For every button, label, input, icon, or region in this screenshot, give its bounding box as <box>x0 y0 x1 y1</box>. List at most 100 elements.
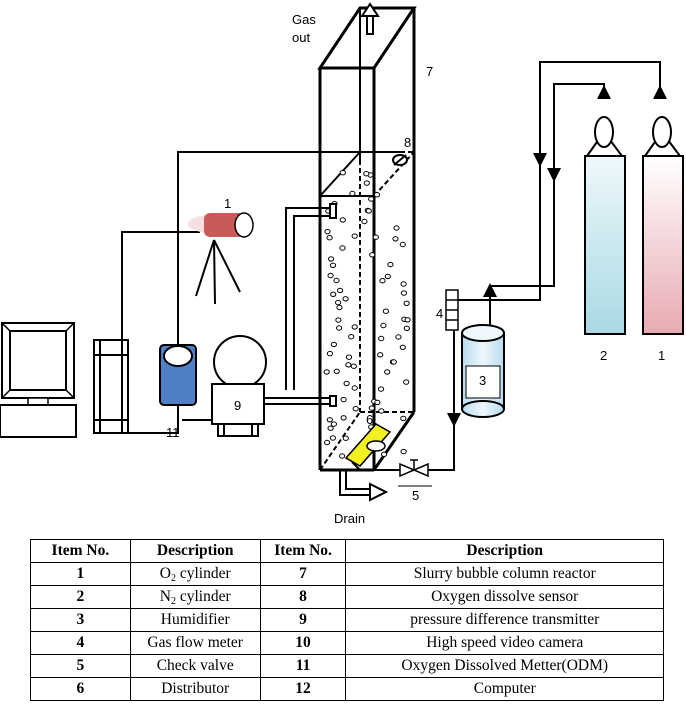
bubble <box>340 415 347 421</box>
bubble <box>329 262 337 268</box>
bubble <box>368 405 375 411</box>
apparatus-diagram: Gas out 7 8 1 4 3 2 1 9 11 6 5 Drain <box>0 2 684 526</box>
o2-cylinder-icon <box>642 116 684 335</box>
header-item-no: Item No. <box>30 539 131 563</box>
pressure-transmitter-icon <box>211 335 267 437</box>
item-description: O2 cylinder <box>129 562 261 586</box>
bubble <box>349 190 356 197</box>
bubble <box>324 228 331 235</box>
bubble <box>335 317 342 323</box>
bubble <box>351 324 358 330</box>
item-no: 11 <box>259 654 347 678</box>
pressure-taps <box>264 203 337 407</box>
item-no: 8 <box>259 585 347 609</box>
item-no: 6 <box>30 677 131 701</box>
interface-box <box>93 339 129 434</box>
bubble <box>339 453 346 459</box>
label-8: 8 <box>404 135 411 150</box>
bubble <box>399 344 406 350</box>
item-description: Gas flow meter <box>129 631 261 655</box>
bubble <box>373 192 381 198</box>
item-no: 12 <box>259 677 347 701</box>
bubble <box>342 296 349 302</box>
bubble <box>400 448 407 455</box>
bubble <box>329 435 336 441</box>
table-row: 5 Check valve 11 Oxygen Dissolved Metter… <box>30 654 664 678</box>
gas-lines <box>351 61 667 471</box>
bubble <box>350 363 357 369</box>
item-no: 2 <box>30 585 131 609</box>
label-3: 3 <box>479 373 486 388</box>
legend-table: Item No. Description Item No. Descriptio… <box>30 539 664 701</box>
bubble <box>330 291 337 297</box>
label-2: 2 <box>600 348 607 363</box>
computer-icon <box>0 322 77 438</box>
bubble <box>403 325 410 331</box>
bubble <box>390 359 397 365</box>
bubble <box>333 368 340 374</box>
label-11: 11 <box>166 425 180 440</box>
bubble <box>333 277 340 284</box>
bubble <box>337 287 344 294</box>
bubble <box>403 379 410 385</box>
label-gas-out-1: Gas <box>292 12 316 27</box>
bubble <box>342 435 349 441</box>
bubble <box>326 235 333 241</box>
bubble <box>327 272 334 279</box>
bubble <box>326 350 334 357</box>
gas-out-arrow-icon <box>360 2 380 35</box>
bubble <box>345 354 353 360</box>
item-description: High speed video camera <box>345 631 664 655</box>
label-gas-out-2: out <box>292 30 310 45</box>
bubble <box>403 300 410 306</box>
item-description: Check valve <box>129 654 261 678</box>
bubble <box>363 171 370 177</box>
bubble <box>328 256 335 262</box>
bubble <box>387 261 394 268</box>
label-6: 6 <box>366 412 373 427</box>
odm-meter-icon <box>159 344 197 406</box>
item-description: Distributor <box>129 677 261 701</box>
item-description: Slurry bubble column reactor <box>345 562 664 586</box>
bubble <box>381 451 388 457</box>
table-row: 4 Gas flow meter 10 High speed video cam… <box>30 631 664 655</box>
bubble <box>330 421 337 427</box>
bubble <box>324 439 331 446</box>
legend-header-row: Item No. Description Item No. Descriptio… <box>30 539 664 563</box>
n2-cylinder-icon <box>584 116 626 335</box>
bubble <box>339 245 346 251</box>
bubble <box>379 278 386 284</box>
bubble <box>377 352 384 358</box>
bubble <box>400 281 407 287</box>
bubble <box>382 308 389 314</box>
gas-flow-meter-icon <box>445 289 459 331</box>
oxygen-sensor-icon <box>392 154 408 166</box>
bubble <box>339 217 346 223</box>
bubble <box>336 304 343 311</box>
table-row: 3 Humidifier 9 pressure difference trans… <box>30 608 664 632</box>
bubble <box>378 335 385 342</box>
bubble <box>336 325 343 331</box>
bubble <box>384 273 391 280</box>
table-row: 6 Distributor 12 Computer <box>30 677 664 701</box>
bubble <box>340 396 347 403</box>
bubble <box>330 341 337 348</box>
bubble <box>369 252 376 258</box>
item-no: 3 <box>30 608 131 632</box>
label-1: 1 <box>658 348 665 363</box>
item-no: 4 <box>30 631 131 655</box>
bubble <box>348 334 355 340</box>
item-description: Humidifier <box>129 608 261 632</box>
bubble <box>343 380 350 387</box>
signal-wires <box>105 151 400 434</box>
table-row: 2 N2 cylinder 8 Oxygen dissolve sensor <box>30 585 664 609</box>
label-4: 4 <box>436 306 443 321</box>
video-camera-icon <box>188 212 254 305</box>
item-no: 1 <box>30 562 131 586</box>
label-7: 7 <box>426 64 433 79</box>
bubble <box>352 406 359 412</box>
bubble <box>372 234 379 240</box>
label-5: 5 <box>412 488 419 503</box>
header-description: Description <box>345 539 664 563</box>
bubble <box>374 399 381 406</box>
